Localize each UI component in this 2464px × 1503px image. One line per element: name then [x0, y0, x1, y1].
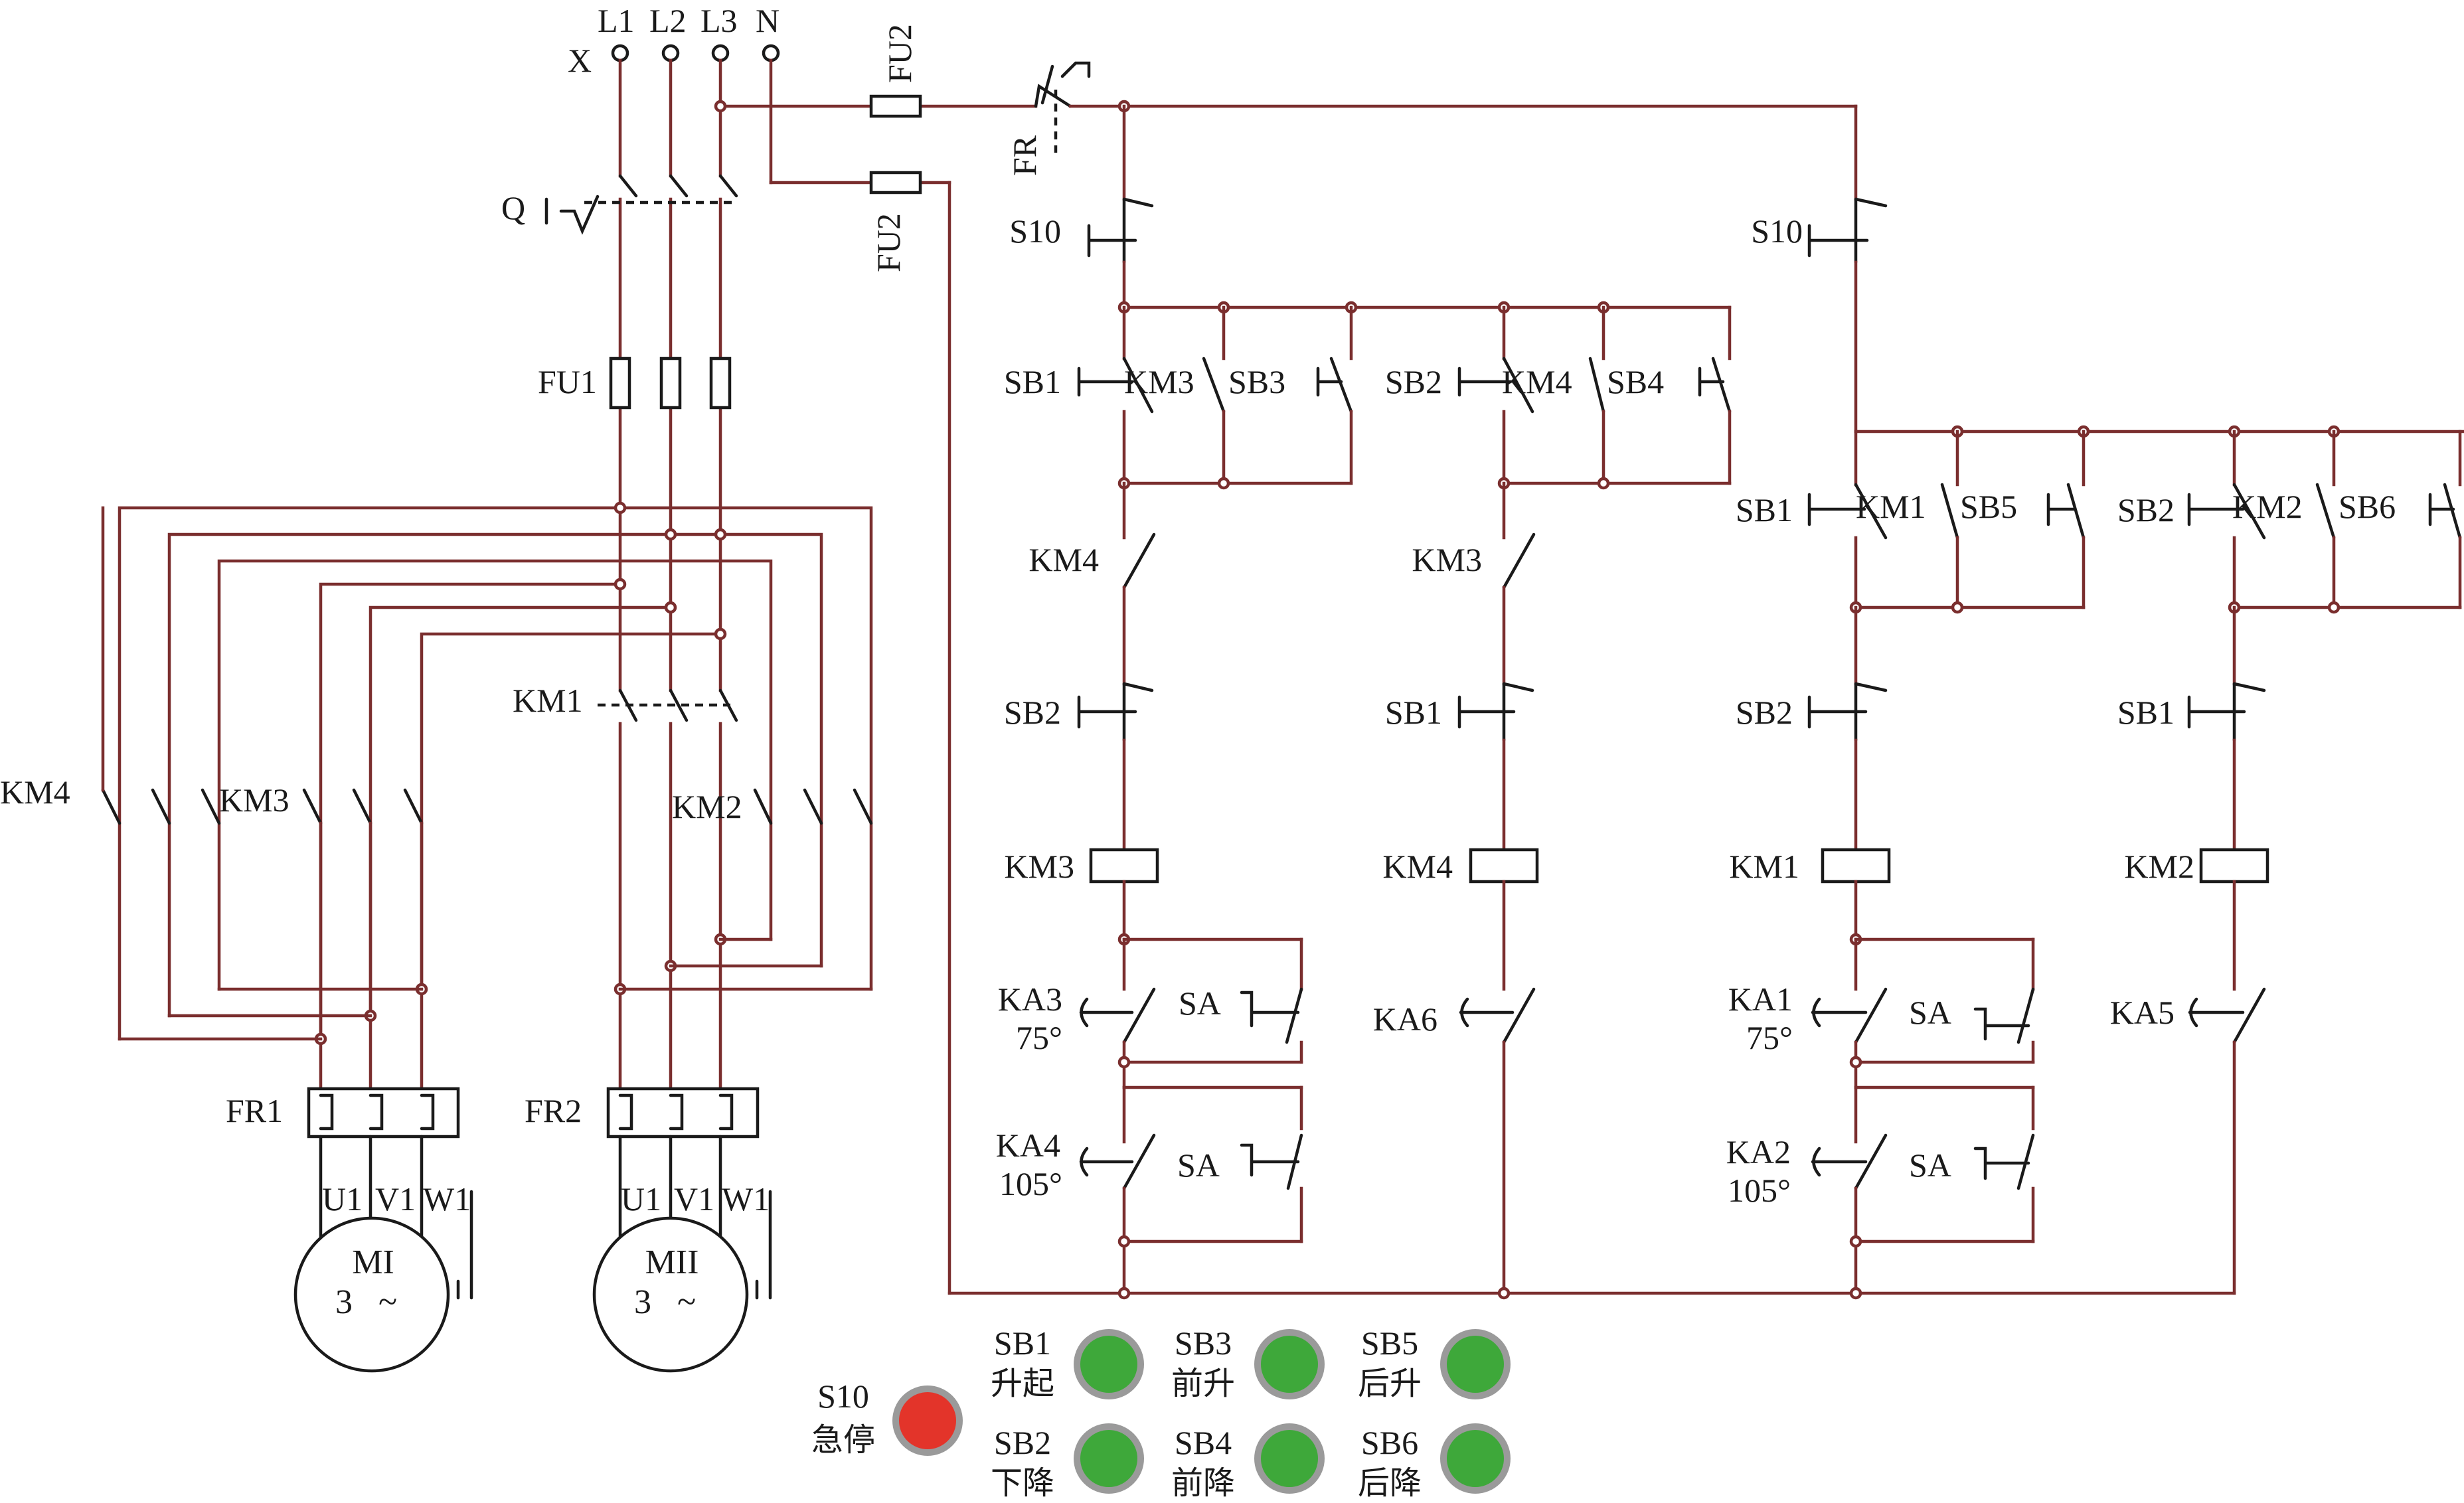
km1-power-label: KM1 [513, 682, 583, 719]
panel-sb6-code: SB6 [1361, 1424, 1418, 1461]
col3-ka-label: KA1 [1728, 981, 1793, 1018]
panel-sb1-code: SB1 [994, 1324, 1051, 1362]
label-l3: L3 [700, 2, 738, 39]
col3-stop-label: SB2 [1736, 694, 1793, 731]
s10-right-label: S10 [1751, 212, 1803, 250]
motor2-terminal-v1: V1 [674, 1180, 714, 1218]
km2-power-label: KM2 [672, 788, 742, 825]
emergency-stop-button[interactable] [892, 1385, 963, 1456]
km4-power-label: KM4 [0, 773, 70, 811]
label-l2: L2 [649, 2, 687, 39]
col1-parallel-label: SB3 [1228, 363, 1285, 400]
col4-parallel-label: SB6 [2339, 488, 2396, 525]
col4-ka-label: KA5 [2110, 994, 2175, 1031]
motor2-terminal-u1: U1 [621, 1180, 661, 1218]
motor2-name: MII [645, 1243, 699, 1281]
col2-parallel-label: SB4 [1607, 363, 1664, 400]
sb5-rear-raise-button[interactable] [1440, 1329, 1511, 1399]
panel-sb4-label: 前降 [1171, 1464, 1235, 1502]
fr2-label: FR2 [525, 1092, 582, 1129]
motor1-terminal-w1: W1 [423, 1180, 471, 1218]
km3-power-label: KM3 [219, 781, 289, 819]
motor1-terminal-v1: V1 [375, 1180, 416, 1218]
col3-coil-km1 [1821, 848, 1891, 884]
col2-ka-label: KA6 [1373, 1000, 1437, 1038]
col1-ka-label: KA3 [998, 981, 1062, 1018]
col3-ka2-label: KA2 [1726, 1133, 1791, 1170]
col2-interlock-label: KM3 [1412, 541, 1482, 578]
panel-s10-code: S10 [817, 1378, 869, 1415]
motor1-terminal-u1: U1 [322, 1180, 363, 1218]
col1-sa2-label: SA [1177, 1147, 1220, 1184]
panel-sb5-code: SB5 [1361, 1324, 1418, 1362]
control-circuit: FR S10 S10 SB1 KM3 SB3 [947, 61, 2464, 1300]
col2-seal-label: KM4 [1502, 363, 1572, 400]
motor1-phase: 3 [335, 1283, 353, 1321]
col1-ka2-label: KA4 [996, 1127, 1060, 1164]
sb3-front-raise-button[interactable] [1254, 1329, 1325, 1399]
col1-seal-label: KM3 [1124, 363, 1194, 400]
col3-ka-temp: 75° [1746, 1019, 1793, 1056]
panel-sb3-label: 前升 [1171, 1365, 1235, 1402]
col4-sb-top-label: SB2 [2117, 491, 2175, 528]
col3-sa2-label: SA [1909, 1147, 1951, 1184]
fr1-label: FR1 [226, 1092, 283, 1129]
fuse2-bottom-label: FU2 [870, 213, 907, 272]
panel-sb6-label: 后降 [1358, 1464, 1422, 1502]
breaker-label: Q [501, 189, 525, 226]
col4-coil-label: KM2 [2124, 848, 2194, 885]
col3-sa1-label: SA [1909, 994, 1951, 1031]
motor1-name: MI [352, 1243, 394, 1281]
panel-sb3-code: SB3 [1175, 1324, 1232, 1362]
panel-sb5-label: 后升 [1358, 1365, 1422, 1402]
col3-coil-label: KM1 [1729, 848, 1799, 885]
panel-sb1-label: 升起 [991, 1365, 1054, 1402]
col1-ka2-temp: 105° [999, 1165, 1062, 1202]
motor2-tilde: ~ [677, 1283, 696, 1321]
col3-sb-top-label: SB1 [1736, 491, 1793, 528]
button-panel: S10 急停 SB1 升起 SB2 下降 SB3 前升 SB4 前降 SB5 后… [811, 1324, 1511, 1502]
fuse2-top-label: FU2 [881, 24, 918, 83]
col4-seal-label: KM2 [2232, 488, 2303, 525]
motor2-phase: 3 [634, 1283, 651, 1321]
motor2-terminal-w1: W1 [722, 1180, 770, 1218]
col1-interlock-label: KM4 [1028, 541, 1099, 578]
fuse1-label: FU1 [538, 363, 597, 400]
motor1-circle [293, 1216, 450, 1373]
col1-sb-top-label: SB1 [1004, 363, 1061, 400]
col3-seal-label: KM1 [1856, 488, 1926, 525]
col1-ka-temp: 75° [1016, 1019, 1062, 1056]
sb1-raise-button[interactable] [1074, 1329, 1144, 1399]
panel-sb4-code: SB4 [1175, 1424, 1232, 1461]
col1-coil-km3 [1089, 848, 1159, 884]
sb6-rear-lower-button[interactable] [1440, 1423, 1511, 1494]
col2-coil-km4 [1469, 848, 1539, 884]
col2-stop-label: SB1 [1385, 694, 1442, 731]
col1-stop-label: SB2 [1004, 694, 1061, 731]
col1-coil-label: KM3 [1004, 848, 1074, 885]
panel-sb2-code: SB2 [994, 1424, 1051, 1461]
col2-coil-label: KM4 [1382, 848, 1453, 885]
col2-sb-top-label: SB2 [1385, 363, 1442, 400]
col4-coil-km2 [2199, 848, 2269, 884]
motor1-tilde: ~ [378, 1283, 397, 1321]
s10-left-label: S10 [1009, 212, 1061, 250]
label-l1: L1 [598, 2, 635, 39]
label-x: X [568, 42, 592, 79]
power-circuit: Q FU1 FU2 FU2 KM1 [0, 24, 1038, 1373]
fr-label: FR [1006, 135, 1043, 176]
sb2-lower-button[interactable] [1074, 1423, 1144, 1494]
col1-sa1-label: SA [1179, 985, 1221, 1022]
col3-ka2-temp: 105° [1728, 1172, 1791, 1209]
col3-parallel-label: SB5 [1960, 488, 2017, 525]
motor2-circle [592, 1216, 749, 1373]
col4-stop-label: SB1 [2117, 694, 2175, 731]
supply-terminals: X L1 L2 L3 N [568, 2, 780, 79]
sb4-front-lower-button[interactable] [1254, 1423, 1325, 1494]
panel-sb2-label: 下降 [991, 1464, 1054, 1502]
panel-s10-label: 急停 [811, 1421, 875, 1459]
label-n: N [756, 2, 780, 39]
